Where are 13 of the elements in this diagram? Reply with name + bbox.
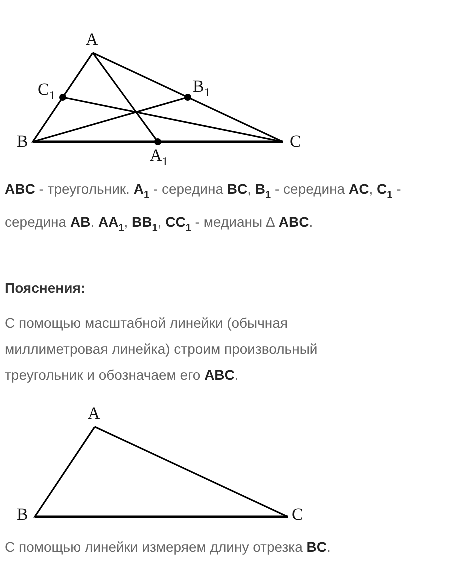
section-heading: Пояснения:	[5, 280, 86, 296]
point-label: A$_{1}$	[150, 146, 168, 170]
point-label: C$_{1}$	[38, 80, 56, 104]
instruction-text: С помощью линейки измеряем длину отрезка BC.	[5, 538, 332, 557]
vertex-label: A	[86, 30, 98, 50]
vertex-label: B	[17, 132, 28, 152]
explanation-text: С помощью масштабной линейки (обычная миллиметровая линейка) строим произвольный треугольник и обозначаем его ABC.	[5, 314, 319, 385]
description-text: ABC - треугольник. A$_{1}$ - середина BC, B$_{1}$ - середина AC, C$_{1}$ - середина AB. AA$_{1}$, BB$_{1}$, CC$_{1}$ - медианы ∆ ABC.	[5, 180, 402, 236]
vertex-label: A	[88, 404, 100, 424]
vertex-label: C	[290, 132, 302, 152]
vertex-label: C	[292, 505, 304, 525]
point-label: B$_{1}$	[193, 77, 210, 100]
vertex-label: B	[17, 505, 28, 525]
